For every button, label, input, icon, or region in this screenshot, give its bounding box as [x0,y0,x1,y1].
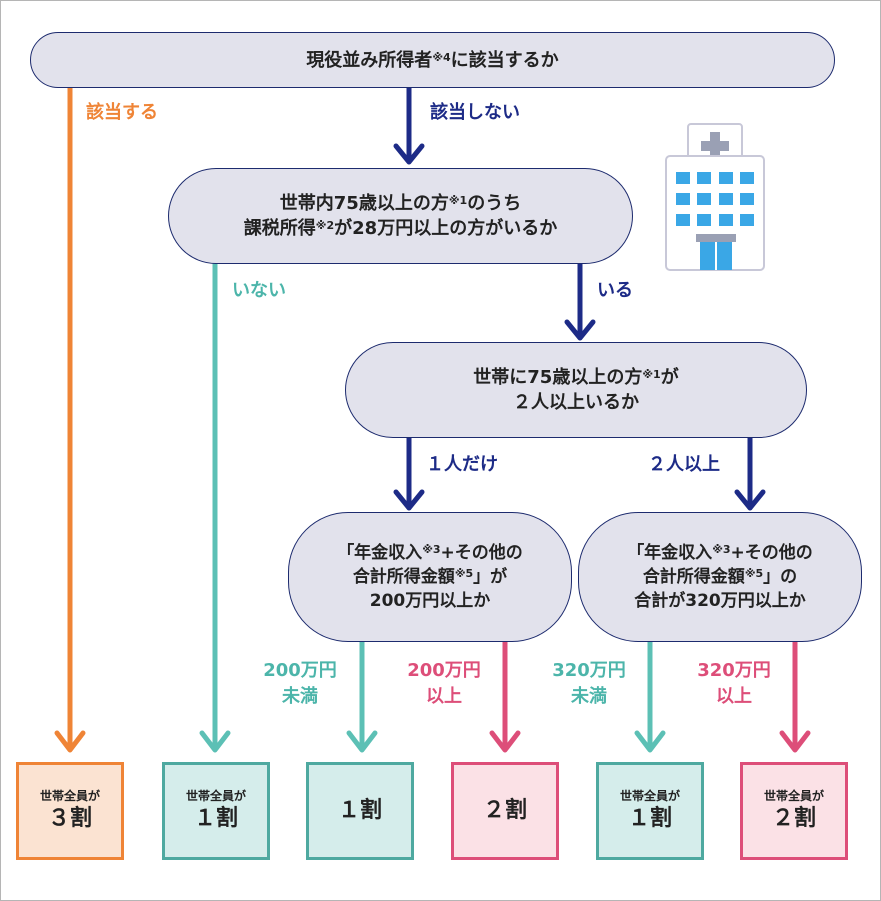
arrow-head-two-plus [734,489,766,511]
result-box-4: ２割 [451,762,559,860]
result-box-6: 世帯全員が ２割 [740,762,848,860]
arrow-head-over320 [779,730,811,753]
arrow-head-one-only [393,489,425,511]
result-box-5: 世帯全員が １割 [596,762,704,860]
arrow-head-exists [564,319,596,341]
arrow-head-none [199,730,231,753]
question-5: 「年金収入※3+その他の 合計所得金額※5」の 合計が320万円以上か [578,512,862,642]
arrow-head-under320 [634,730,666,753]
label-not-applies: 該当しない [430,102,520,123]
label-over320: 320万円以上 [697,660,771,707]
arrow-head-under200 [346,730,378,753]
label-one-only: １人だけ [426,454,498,475]
arrow-head-over200 [489,730,521,753]
label-applies: 該当する [86,102,158,123]
question-4: 「年金収入※3+その他の 合計所得金額※5」が 200万円以上か [288,512,572,642]
arrow-head-applies [54,730,86,753]
question-2: 世帯内75歳以上の方※1のうち 課税所得※2が28万円以上の方がいるか [168,168,633,264]
arrow-head-not-applies [393,143,425,165]
label-under200: 200万円未満 [263,660,337,707]
result-box-1: 世帯全員が ３割 [16,762,124,860]
label-over200: 200万円以上 [407,660,481,707]
hospital-icon [665,123,765,271]
result-box-2: 世帯全員が １割 [162,762,270,860]
question-3: 世帯に75歳以上の方※1が ２人以上いるか [345,342,807,438]
label-under320: 320万円未満 [552,660,626,707]
question-1: 現役並み所得者※4に該当するか [30,32,835,88]
result-box-3: １割 [306,762,414,860]
label-exists: いる [597,280,633,301]
label-two-plus: ２人以上 [648,454,720,475]
label-none: いない [232,280,286,301]
